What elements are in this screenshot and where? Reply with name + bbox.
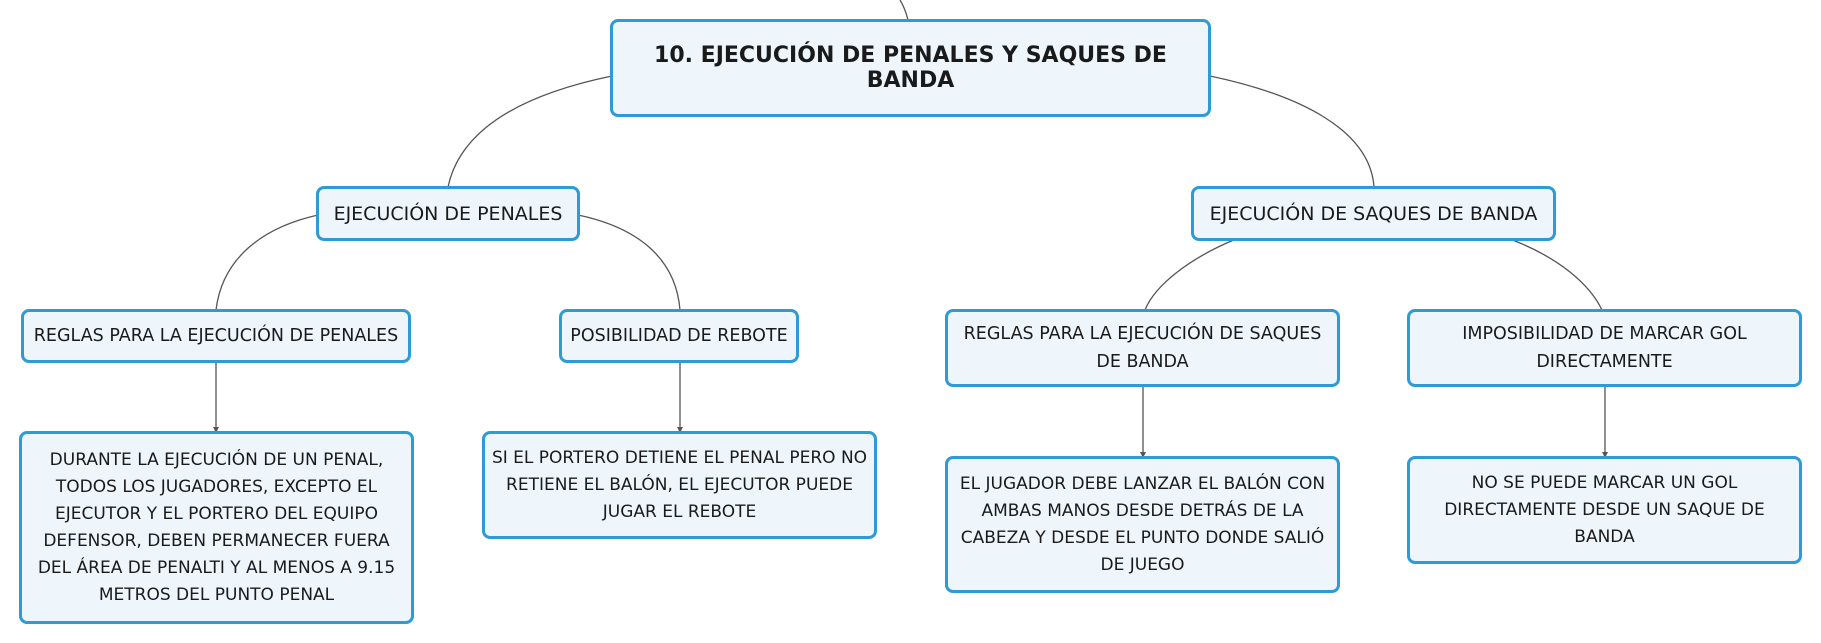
subtopic-rebote[interactable]: POSIBILIDAD DE REBOTE — [559, 309, 799, 363]
branch-penales[interactable]: EJECUCIÓN DE PENALES — [316, 186, 580, 241]
detail-reglas-saques-text: EL JUGADOR DEBE LANZAR EL BALÓN CON AMBA… — [959, 473, 1326, 575]
detail-imposibilidad[interactable]: NO SE PUEDE MARCAR UN GOL DIRECTAMENTE D… — [1407, 456, 1802, 564]
connector-penales-to-reglas — [215, 214, 319, 311]
detail-rebote-text: SI EL PORTERO DETIENE EL PENAL PERO NO R… — [491, 447, 868, 522]
detail-rebote[interactable]: SI EL PORTERO DETIENE EL PENAL PERO NO R… — [482, 431, 877, 539]
detail-reglas-saques[interactable]: EL JUGADOR DEBE LANZAR EL BALÓN CON AMBA… — [945, 456, 1340, 593]
branch-saques[interactable]: EJECUCIÓN DE SAQUES DE BANDA — [1191, 186, 1556, 241]
subtopic-imposibilidad[interactable]: IMPOSIBILIDAD DE MARCAR GOL DIRECTAMENTE — [1407, 309, 1802, 387]
connector-saques-to-reglas — [1144, 238, 1237, 311]
subtopic-reglas-penales-label: REGLAS PARA LA EJECUCIÓN DE PENALES — [33, 326, 399, 346]
detail-reglas-penales-text: DURANTE LA EJECUCIÓN DE UN PENAL, TODOS … — [37, 449, 396, 605]
root-topic[interactable]: 10. EJECUCIÓN DE PENALES Y SAQUES DE BAN… — [610, 19, 1211, 117]
arrowhead-rebote — [677, 427, 683, 433]
branch-penales-label: EJECUCIÓN DE PENALES — [333, 202, 563, 225]
root-topic-label: 10. EJECUCIÓN DE PENALES Y SAQUES DE BAN… — [654, 43, 1167, 93]
connector-root-to-penales — [447, 75, 613, 188]
arrowhead-reglas-penales — [213, 427, 219, 433]
arrowhead-reglas-saques — [1140, 452, 1146, 458]
arrowhead-imposibilidad — [1602, 452, 1608, 458]
subtopic-reglas-saques-label: REGLAS PARA LA EJECUCIÓN DE SAQUES DE BA… — [963, 324, 1322, 372]
branch-saques-label: EJECUCIÓN DE SAQUES DE BANDA — [1209, 202, 1538, 225]
subtopic-rebote-label: POSIBILIDAD DE REBOTE — [570, 326, 788, 346]
detail-reglas-penales[interactable]: DURANTE LA EJECUCIÓN DE UN PENAL, TODOS … — [19, 431, 414, 624]
connector-saques-to-imposibilidad — [1509, 238, 1603, 311]
subtopic-reglas-saques[interactable]: REGLAS PARA LA EJECUCIÓN DE SAQUES DE BA… — [945, 309, 1340, 387]
connector-parent-to-root — [899, 0, 909, 21]
connector-penales-to-rebote — [577, 214, 681, 311]
subtopic-imposibilidad-label: IMPOSIBILIDAD DE MARCAR GOL DIRECTAMENTE — [1462, 324, 1747, 372]
detail-imposibilidad-text: NO SE PUEDE MARCAR UN GOL DIRECTAMENTE D… — [1444, 472, 1765, 547]
connector-root-to-saques — [1209, 75, 1375, 188]
subtopic-reglas-penales[interactable]: REGLAS PARA LA EJECUCIÓN DE PENALES — [21, 309, 411, 363]
